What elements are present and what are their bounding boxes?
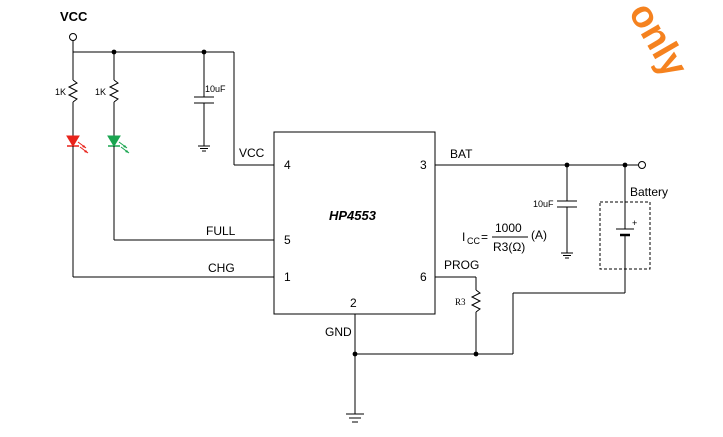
green-led-icon <box>107 135 130 154</box>
battery-icon: + <box>616 218 637 237</box>
ground-icon <box>346 413 364 423</box>
red-led-icon <box>66 135 89 154</box>
resistor-r2 <box>108 79 120 103</box>
charge-current-formula: I CC = 1000 R3(Ω) (A) <box>462 221 547 254</box>
gnd-label: GND <box>325 325 352 339</box>
formula-sub: CC <box>467 236 480 246</box>
ic-body <box>273 131 436 315</box>
resistor-r3 <box>470 289 482 313</box>
cap-bat-label: 10uF <box>533 199 554 209</box>
full-label: FULL <box>206 224 236 238</box>
battery-label: Battery <box>630 185 668 199</box>
ground-icon <box>198 145 210 152</box>
formula-eq: = <box>481 230 488 244</box>
r1-label: 1K <box>55 87 66 97</box>
pin-5-number: 5 <box>284 233 291 247</box>
pin-3-number: 3 <box>420 158 427 172</box>
bat-terminal <box>638 161 646 169</box>
pin-1-number: 1 <box>284 270 291 284</box>
bat-label: BAT <box>450 147 473 161</box>
ic-name: HP4553 <box>329 208 377 223</box>
vcc-terminal <box>69 33 77 41</box>
formula-lhs: I <box>462 230 465 244</box>
vcc-top-label: VCC <box>60 9 88 24</box>
pin-4-number: 4 <box>284 158 291 172</box>
formula-unit: (A) <box>531 228 547 242</box>
ground-icon <box>561 252 573 259</box>
formula-denominator: R3(Ω) <box>493 240 525 254</box>
junction-dot <box>473 351 479 357</box>
formula-numerator: 1000 <box>495 221 522 235</box>
svg-text:+: + <box>632 218 637 228</box>
pin-2-number: 2 <box>350 296 357 310</box>
prog-label: PROG <box>444 258 479 272</box>
resistor-r1 <box>67 79 79 103</box>
cap-vcc-label: 10uF <box>205 84 226 94</box>
pin-6-number: 6 <box>420 270 427 284</box>
r2-label: 1K <box>95 87 106 97</box>
watermark: only <box>620 0 695 84</box>
r3-label: R3 <box>455 297 466 307</box>
vcc-pin-label: VCC <box>239 146 265 160</box>
chg-label: CHG <box>208 261 235 275</box>
